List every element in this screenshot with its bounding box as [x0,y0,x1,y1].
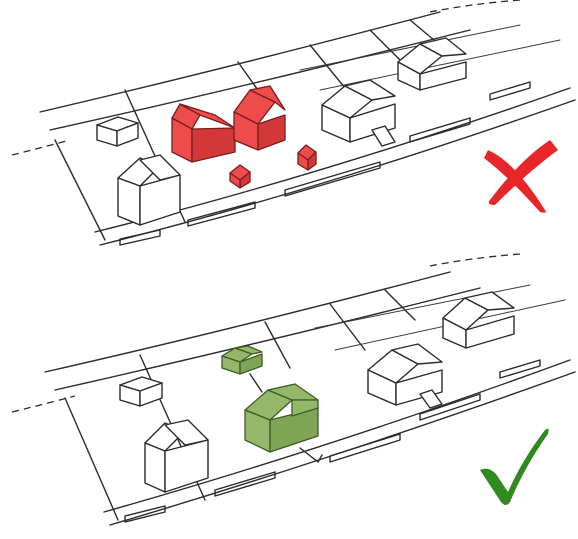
bottom-plot-divider-3 [264,321,291,369]
top-fence-1 [119,229,161,246]
top-fence-4 [409,117,471,143]
top-plot-divider-4 [309,44,346,89]
top-plot-divider-7 [319,39,561,91]
top-house-left [117,154,181,226]
bottom-plot-divider-7 [314,284,531,329]
bottom-house-far-right [442,291,515,349]
top-fence-3 [284,161,381,197]
top-road-edge-1 [39,11,441,113]
top-red-outbuilding-2 [297,144,317,171]
bottom-green-house [244,383,319,453]
top-plot-lower-edge [99,99,576,246]
bottom-fence-4 [419,393,481,421]
bottom-plot-divider-4 [329,303,366,351]
top-fence-5 [489,81,531,101]
bottom-road-edge-2 [54,287,481,391]
bottom-fence-3 [329,433,401,463]
bottom-fence-1 [124,505,166,523]
bottom-road-edge-1 [44,271,451,373]
top-plot-divider-5 [369,29,401,61]
top-road-dash-left [11,139,71,156]
top-red-house-right [233,85,286,151]
top-red-house-large [171,103,236,163]
bottom-road-dash-right [429,253,521,267]
red-cross-icon [484,140,558,213]
bottom-panel [11,253,576,526]
green-checkmark-icon [480,428,549,505]
top-plot-divider-8 [299,24,521,71]
top-fence-2 [187,201,256,227]
bottom-shed-left [119,376,163,407]
top-panel [11,0,576,246]
bottom-fence-2 [214,471,276,497]
bottom-green-outbuilding [221,345,263,375]
bottom-driveway [299,447,323,463]
top-plot-divider-1 [54,139,106,241]
bottom-path-link [249,373,263,393]
top-shed-left [96,116,139,147]
top-house-middle-right [321,79,396,147]
top-house-far-right [397,37,467,91]
bottom-fence-5 [499,359,541,379]
bottom-plot-divider-1 [64,397,119,521]
top-road-edge-2 [49,29,471,131]
bottom-road-dash-left [11,395,76,413]
bottom-house-middle-right [367,343,443,409]
bottom-plot-lower-edge-2 [103,359,571,513]
bottom-plot-divider-5 [384,289,416,321]
top-road-dash-right [429,0,521,13]
bottom-house-left [144,419,209,493]
top-red-outbuilding-1 [229,164,251,189]
